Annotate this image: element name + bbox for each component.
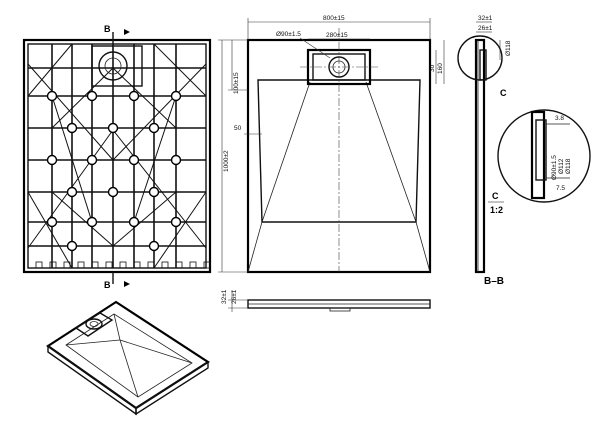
dim-width: 800±15 [323, 15, 345, 22]
detail-c-circle [457, 35, 503, 81]
rib-line [112, 129, 207, 249]
rib-line [51, 67, 114, 129]
edge-notch [189, 261, 197, 269]
support-foot [66, 122, 78, 134]
edge-notch [133, 261, 141, 269]
dim-detail-75: 7.5 [556, 185, 565, 192]
edge-notch [49, 261, 57, 269]
support-foot [128, 154, 140, 166]
support-foot [148, 122, 160, 134]
support-foot [170, 154, 182, 166]
rib-line [133, 95, 177, 223]
support-foot [66, 186, 78, 198]
support-foot [86, 154, 98, 166]
dim-length: 1000±2 [223, 150, 230, 172]
edge-notch [105, 261, 113, 269]
dim-side-height2: 26±1 [231, 289, 238, 304]
edge-notch [77, 261, 85, 269]
detail-c-enlarged [497, 109, 591, 203]
support-foot [66, 240, 78, 252]
section-bb: 32±1 26±1 Ø118 C B–B [457, 15, 512, 287]
support-foot [46, 216, 58, 228]
dim-drain-height2: 160 [437, 63, 444, 74]
support-foot [170, 90, 182, 102]
rib-line [153, 191, 207, 269]
rib-line [27, 63, 114, 161]
section-b-top-label: B [104, 24, 111, 34]
dim-detail-d90: Ø90±1.5 [551, 155, 558, 180]
rib-line [51, 95, 93, 223]
detail-c: 3.8 Ø90±1.5 Ø112 Ø118 7.5 C 1:2 [488, 109, 591, 215]
dim-detail-38: 3.8 [555, 115, 564, 122]
support-foot [148, 186, 160, 198]
bottom-view: B B [22, 24, 212, 290]
dim-detail-d112: Ø112 [558, 158, 565, 174]
edge-notch [203, 261, 211, 269]
support-foot [107, 122, 119, 134]
detail-c-scale: 1:2 [490, 205, 503, 215]
dim-drain-offset: 100±15 [233, 72, 240, 94]
section-bb-outline [474, 38, 486, 274]
edge-notch [175, 261, 183, 269]
dim-section-diameter: Ø118 [505, 40, 512, 56]
side-view: 32±1 26±1 [221, 289, 431, 312]
dim-drain-diameter: Ø90±1.5 [276, 31, 301, 38]
section-bb-title: B–B [484, 276, 504, 287]
support-foot [46, 90, 58, 102]
rib-line [112, 67, 177, 129]
dim-drain-width: 280±15 [326, 32, 348, 39]
isometric-view [46, 300, 211, 416]
isometric-drain [74, 312, 114, 337]
dim-detail-d118: Ø118 [565, 158, 572, 174]
support-foot [128, 216, 140, 228]
edge-notch [161, 261, 169, 269]
edge-notch [35, 261, 43, 269]
rib-line [51, 191, 114, 247]
rib-line [27, 191, 73, 269]
support-foot [128, 90, 140, 102]
edge-notch [147, 261, 155, 269]
isometric-top [46, 300, 211, 410]
support-foot [148, 240, 160, 252]
top-view: 800±15 280±15 Ø90±1.5 100±15 1000±2 50 3… [218, 15, 445, 274]
support-foot [86, 216, 98, 228]
bottom-view-ribs [27, 43, 211, 269]
bottom-drain-ring [98, 51, 128, 81]
dim-side-height1: 32±1 [221, 289, 228, 304]
dim-drain-height: 30 [429, 64, 436, 72]
detail-c-title: C [492, 191, 499, 201]
detail-c-marker: C [500, 88, 507, 98]
edge-notch [63, 261, 71, 269]
support-foot [170, 216, 182, 228]
dim-border: 50 [234, 125, 242, 132]
edge-notch [91, 261, 99, 269]
rib-line [153, 43, 207, 97]
support-foot [46, 154, 58, 166]
rib-line [112, 191, 177, 247]
bottom-drain-housing [91, 45, 143, 87]
support-foot [86, 90, 98, 102]
dim-section-height: 32±1 [478, 15, 493, 22]
edge-notch [119, 261, 127, 269]
section-b-bottom-label: B [104, 280, 111, 290]
bottom-view-outline [22, 38, 212, 274]
support-foot [107, 186, 119, 198]
rib-line [27, 43, 73, 97]
dim-section-height2: 26±1 [478, 25, 493, 32]
